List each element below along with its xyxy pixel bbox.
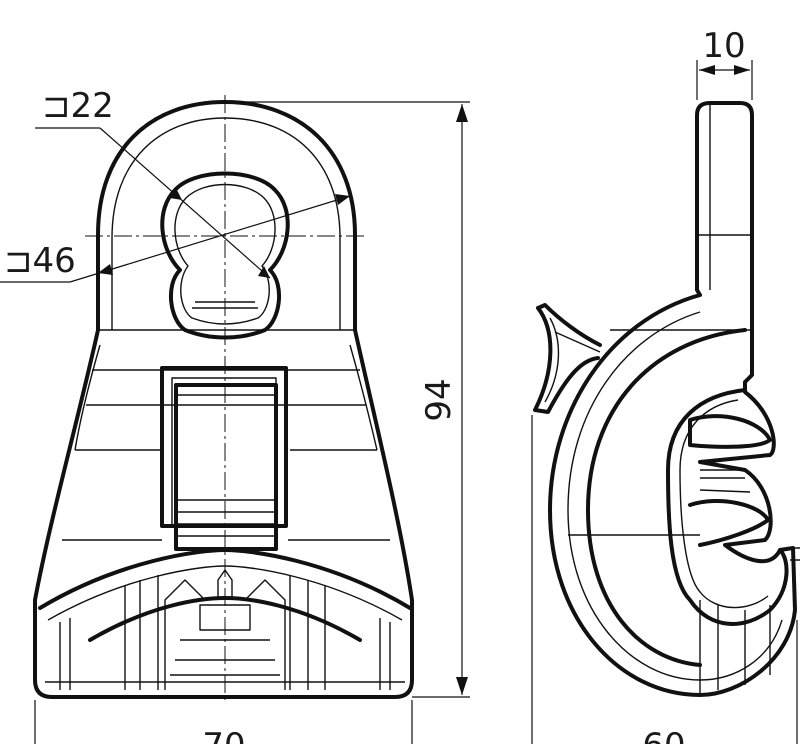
- dim-hole-diameter: ⊐22: [42, 86, 114, 126]
- dim-depth: 60: [642, 726, 685, 744]
- finger-lines: [699, 469, 751, 493]
- dim-height-arrow-bottom: [456, 677, 468, 695]
- hole-inner: [174, 183, 276, 325]
- dim-thickness-arrow-left: [699, 65, 715, 75]
- dim-hook-thickness: 10: [702, 26, 745, 66]
- dim-width: 70: [202, 726, 245, 744]
- dim-hole-arrow-1: [170, 188, 182, 200]
- shoulder-lines: [74, 329, 378, 451]
- tongue-steps: [176, 394, 276, 537]
- side-latch: [533, 303, 602, 414]
- shell-inner: [567, 311, 783, 681]
- dim-thickness-arrow-right: [734, 65, 750, 75]
- side-latch-inner: [544, 317, 601, 403]
- dim-hole-leader: [99, 127, 271, 279]
- side-view: 10 60: [531, 26, 800, 744]
- shell-crossbar: [568, 329, 752, 536]
- lower-ribs: [699, 600, 771, 695]
- body-inner-lines: [62, 449, 390, 541]
- dim-hole-arrow-2: [258, 266, 270, 278]
- inner-cavity: [666, 388, 789, 626]
- dim-head-arrow-1: [98, 264, 113, 275]
- stem-inner: [697, 103, 752, 290]
- finger-upper: [688, 414, 772, 449]
- shell-inner-2: [586, 328, 747, 667]
- dim-head-leader: [69, 195, 351, 283]
- finger-lower: [688, 498, 770, 547]
- dim-height: 94: [419, 378, 459, 421]
- inner-cavity-2: [679, 399, 769, 609]
- dim-height-arrow-top: [456, 104, 468, 122]
- base-arch: [38, 548, 412, 610]
- center-clip-inner: [171, 377, 277, 527]
- center-clip-outer: [160, 366, 288, 528]
- head-inner-outline: [111, 117, 341, 330]
- front-outline: [33, 100, 414, 699]
- base-ribs: [59, 575, 391, 690]
- dim-head-arrow-2: [335, 194, 350, 205]
- front-view: ⊐22 ⊐46 94 70: [0, 86, 470, 744]
- dim-head-diameter: ⊐46: [4, 241, 76, 281]
- right-edge: [790, 547, 800, 561]
- side-outline: [548, 101, 797, 697]
